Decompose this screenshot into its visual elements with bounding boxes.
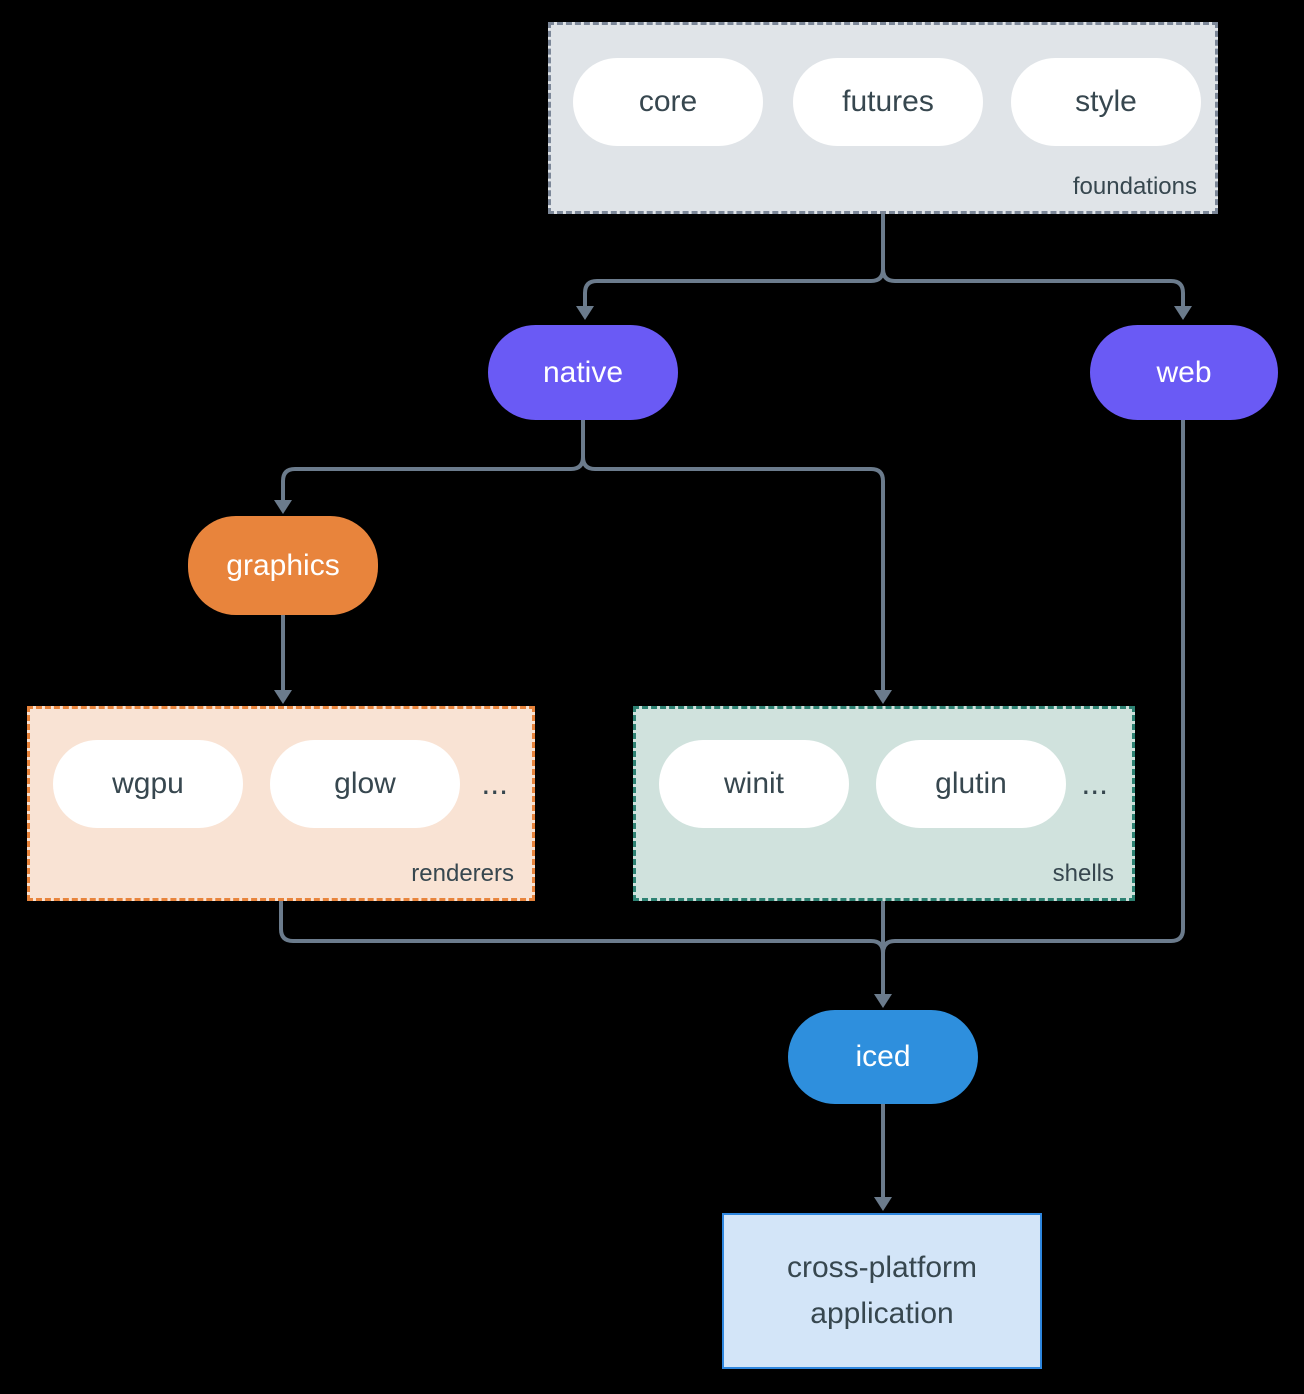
node-wgpu: wgpu	[53, 740, 243, 828]
group-label-renderers: renderers	[411, 860, 514, 887]
node-glutin: glutin	[876, 740, 1066, 828]
renderers-ellipsis: ...	[481, 765, 508, 801]
edge-native-graphics	[281, 420, 585, 500]
node-graphics: graphics	[188, 516, 378, 615]
arrowhead	[874, 1197, 892, 1211]
arrowhead	[1174, 306, 1192, 320]
arrowhead	[874, 690, 892, 704]
arrowhead	[274, 690, 292, 704]
edge-foundations-web	[881, 214, 1185, 306]
node-web: web	[1090, 325, 1278, 420]
edge-renderers-iced	[279, 901, 885, 954]
group-label-shells: shells	[1052, 860, 1114, 887]
group-shells: winit glutin ... shells	[633, 706, 1135, 901]
arrowhead	[874, 994, 892, 1008]
node-native: native	[488, 325, 678, 420]
node-core: core	[573, 58, 763, 146]
node-iced: iced	[788, 1010, 978, 1104]
group-foundations: core futures style foundations	[548, 22, 1218, 214]
arrowhead	[576, 306, 594, 320]
node-style: style	[1011, 58, 1201, 146]
shells-ellipsis: ...	[1081, 765, 1108, 801]
edge-foundations-native	[583, 214, 885, 306]
group-renderers: wgpu glow ... renderers	[27, 706, 535, 901]
edge-native-shells	[581, 420, 885, 690]
node-winit: winit	[659, 740, 849, 828]
node-cross-platform-application: cross-platform application	[722, 1213, 1042, 1369]
node-futures: futures	[793, 58, 983, 146]
node-glow: glow	[270, 740, 460, 828]
group-label-foundations: foundations	[1072, 173, 1197, 200]
arrowhead	[274, 500, 292, 514]
